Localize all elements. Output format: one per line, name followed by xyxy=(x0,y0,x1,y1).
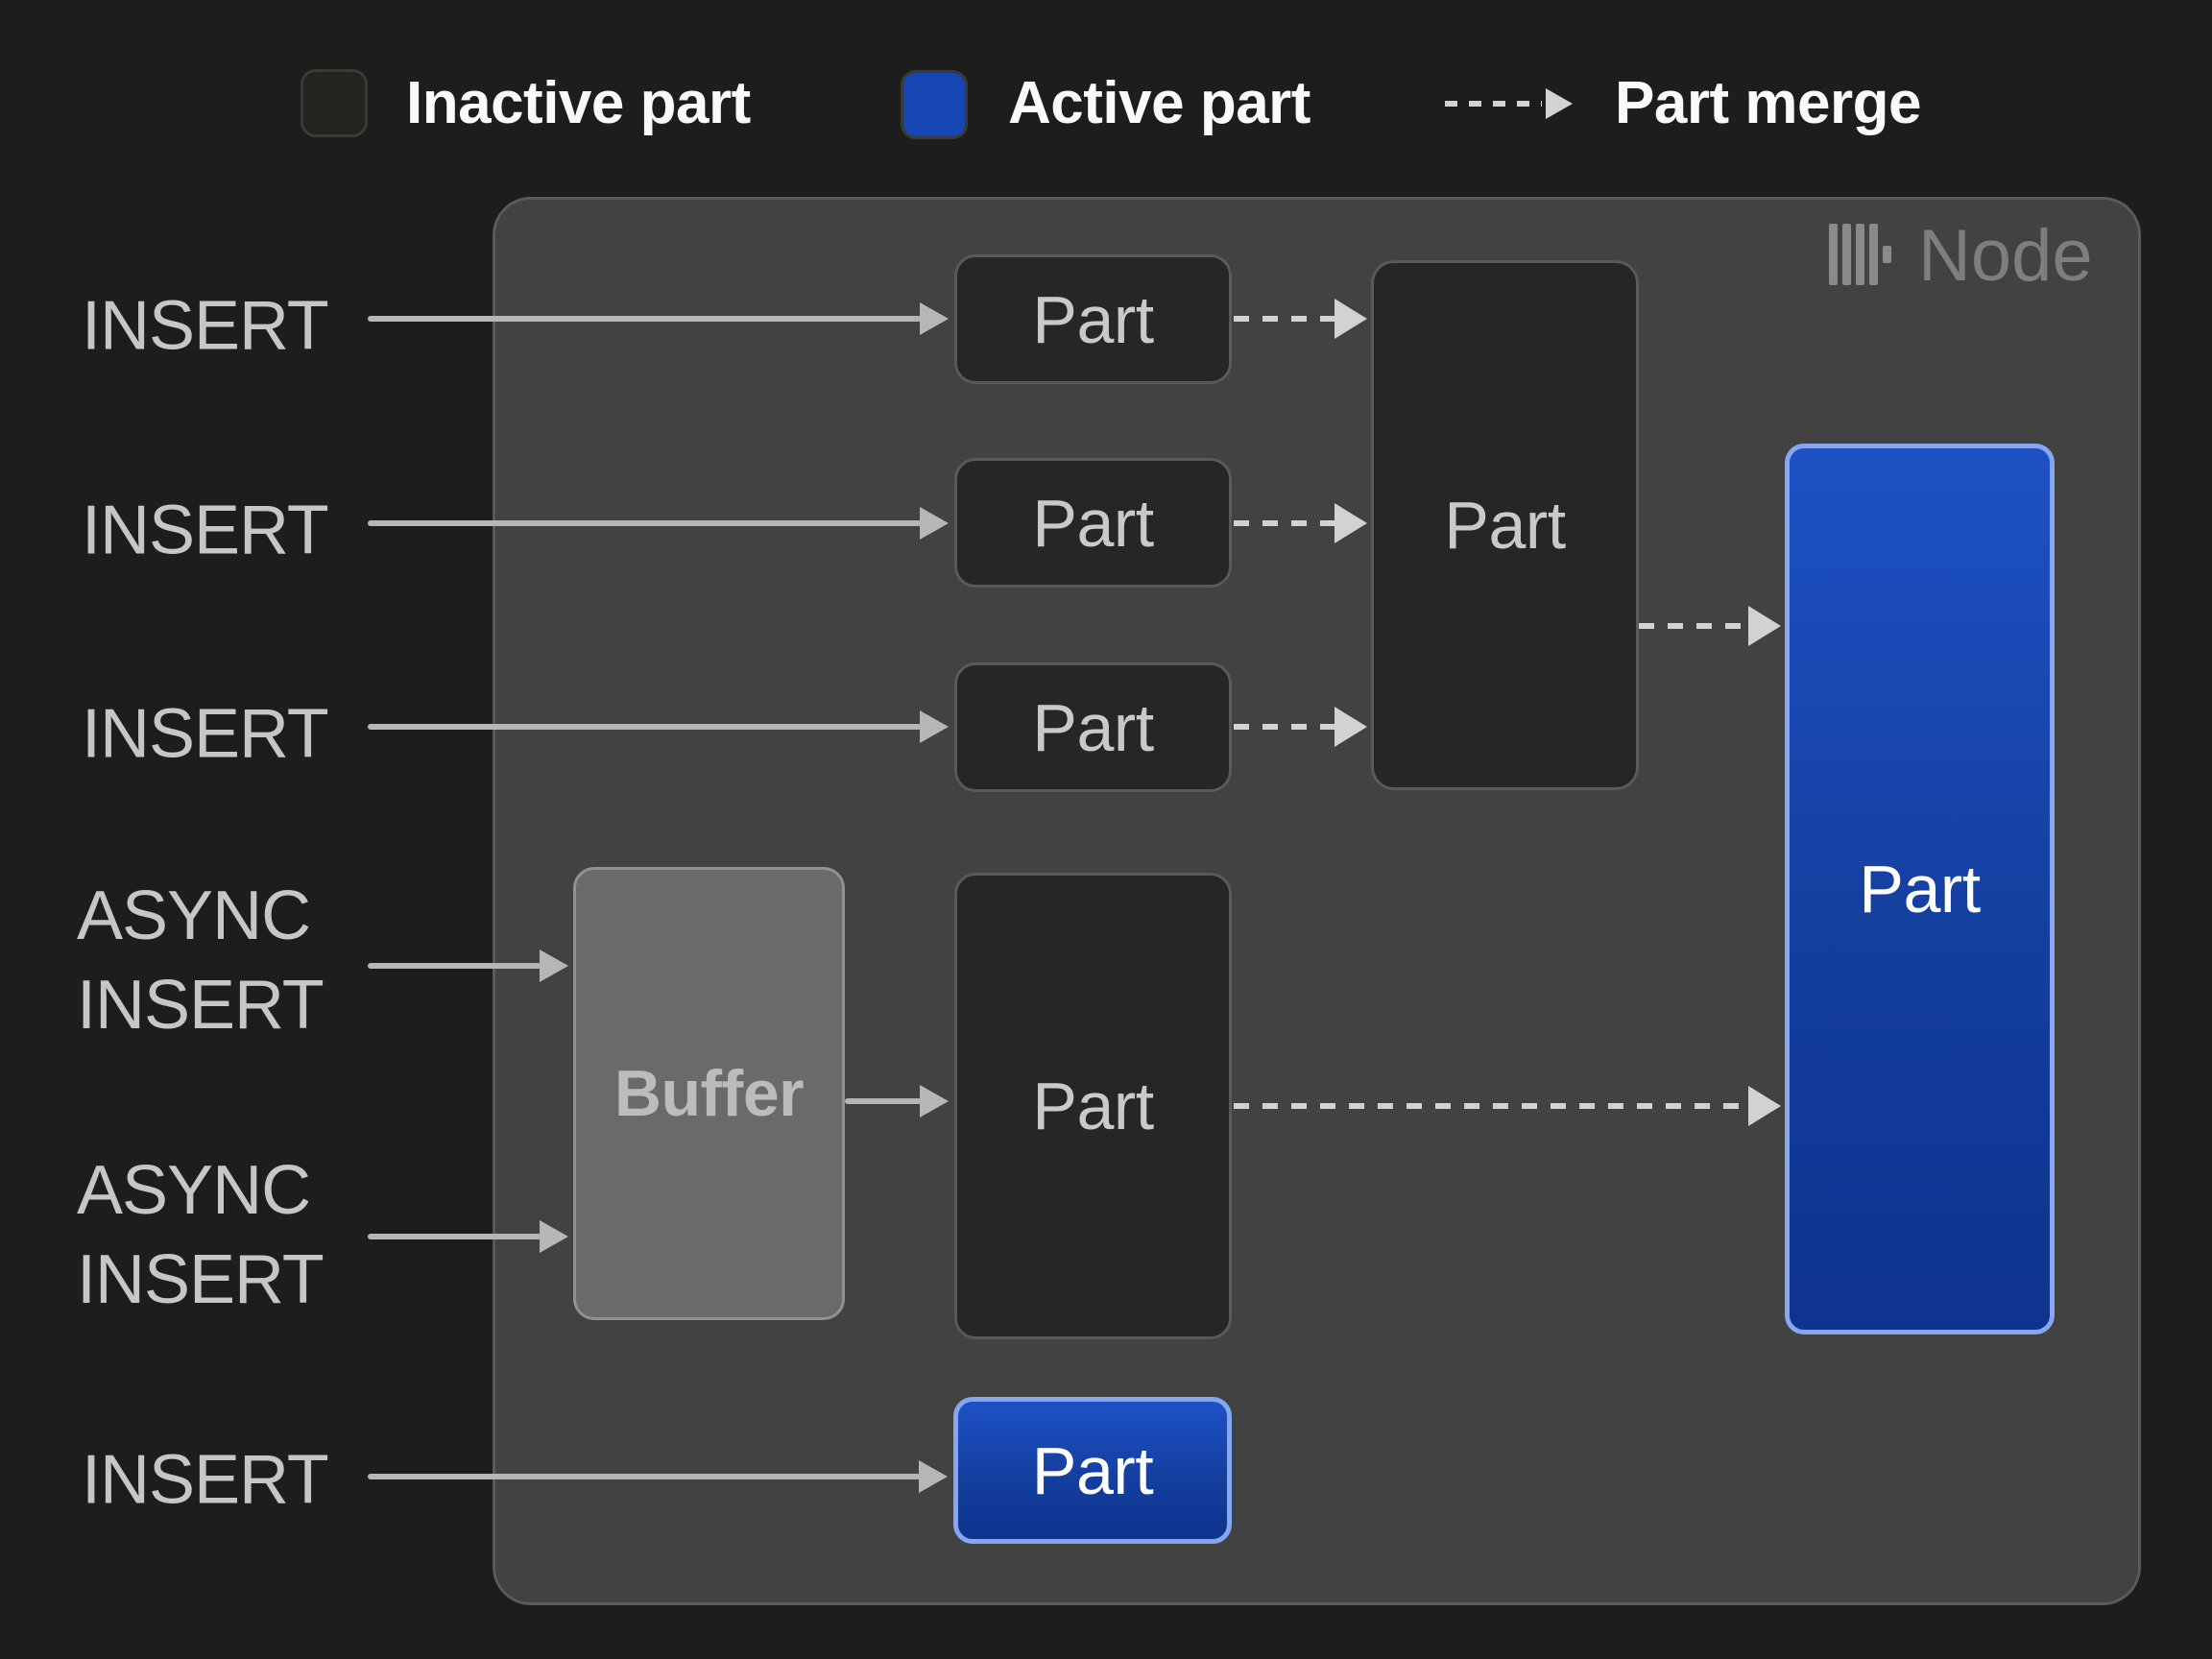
async-insert-arrow-1 xyxy=(368,947,568,985)
part-box-label: Part xyxy=(1032,281,1154,357)
buffered-part-box: Part xyxy=(954,873,1232,1339)
active-part-box: Part xyxy=(1785,444,2055,1334)
insert-arrow-1 xyxy=(368,300,949,338)
insert-arrow-3 xyxy=(368,708,949,746)
inactive-part-box-1: Part xyxy=(954,254,1232,384)
async-insert-label-2: ASYNC INSERT xyxy=(77,1146,325,1325)
legend-inactive-label: Inactive part xyxy=(406,70,751,136)
legend-inactive-swatch xyxy=(301,69,368,137)
insert-label-3: INSERT xyxy=(82,695,329,773)
insert-label-4: INSERT xyxy=(82,1441,329,1519)
insert-arrow-4 xyxy=(368,1457,948,1496)
legend-active-label: Active part xyxy=(1008,70,1310,136)
async-insert-line1: ASYNC xyxy=(77,1152,311,1229)
part-box-label: Part xyxy=(1859,852,1981,926)
part-box-label: Part xyxy=(1032,689,1154,765)
async-insert-line2: INSERT xyxy=(77,1241,325,1318)
clickhouse-logo-icon xyxy=(1829,224,1891,285)
part-box-label: Part xyxy=(1444,488,1566,563)
buffer-box-label: Buffer xyxy=(613,1057,805,1130)
inactive-part-box-2: Part xyxy=(954,458,1232,588)
legend-merge-label: Part merge xyxy=(1615,70,1921,136)
legend-active-swatch xyxy=(901,70,968,139)
buffer-box: Buffer xyxy=(573,867,845,1320)
legend-merge-arrow-icon xyxy=(1445,84,1573,123)
part-merge-arrow-2 xyxy=(1234,503,1367,543)
inactive-part-box-3: Part xyxy=(954,662,1232,792)
part-merge-arrow-1 xyxy=(1234,299,1367,339)
insert-arrow-2 xyxy=(368,504,949,542)
async-insert-line1: ASYNC xyxy=(77,878,311,954)
merged-part-box: Part xyxy=(1371,260,1639,790)
part-merge-arrow-3 xyxy=(1234,707,1367,747)
part-box-label: Part xyxy=(1032,1069,1154,1143)
active-part-box-small: Part xyxy=(953,1397,1232,1544)
insert-label-1: INSERT xyxy=(82,287,329,365)
insert-label-2: INSERT xyxy=(82,492,329,569)
part-merge-arrow-4 xyxy=(1639,606,1781,646)
async-insert-arrow-2 xyxy=(368,1217,568,1256)
node-title: Node xyxy=(1918,215,2093,297)
part-box-label: Part xyxy=(1031,1432,1154,1508)
async-insert-line2: INSERT xyxy=(77,967,325,1044)
part-box-label: Part xyxy=(1032,485,1154,561)
buffer-flush-arrow xyxy=(845,1082,949,1120)
part-merge-arrow-5 xyxy=(1234,1086,1781,1126)
async-insert-label-1: ASYNC INSERT xyxy=(77,872,325,1050)
